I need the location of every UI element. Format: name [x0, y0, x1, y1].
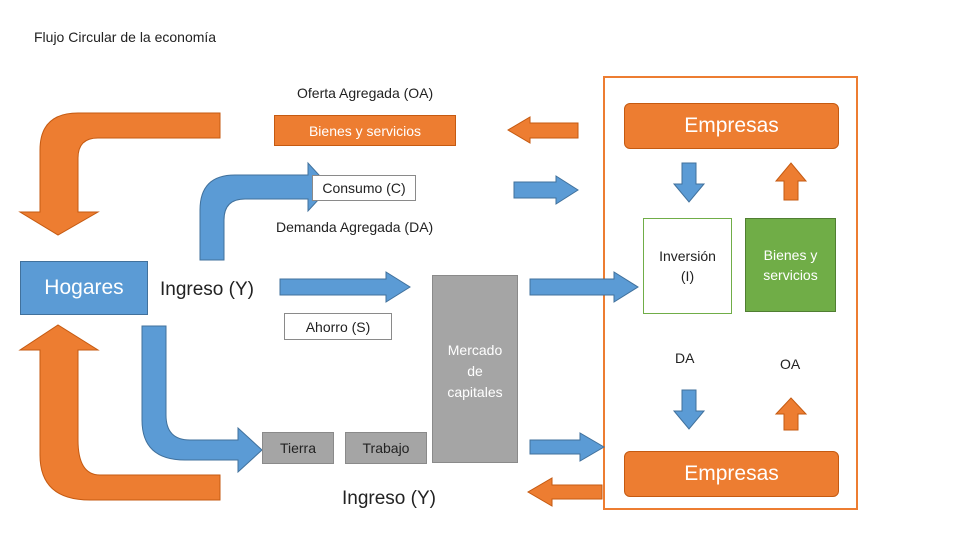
trabajo-box: Trabajo	[345, 432, 427, 464]
inversion-line-1: Inversión	[659, 248, 716, 264]
ingreso-right-arrow	[279, 271, 411, 303]
bienes-up-arrow-top	[774, 162, 808, 201]
bienes-box-line-2: servicios	[763, 267, 818, 283]
trabajo-label: Trabajo	[362, 440, 410, 456]
empresas-top-box: Empresas	[624, 103, 839, 149]
ahorro-box: Ahorro (S)	[284, 313, 392, 340]
hogares-box: Hogares	[20, 261, 148, 315]
oferta-agregada-label: Oferta Agregada (OA)	[297, 85, 434, 101]
top-left-elbow-arrow	[18, 112, 221, 236]
ingreso-bottom-label: Ingreso (Y)	[342, 488, 436, 509]
consumo-box: Consumo (C)	[312, 175, 416, 201]
demanda-agregada-label: Demanda Agregada (DA)	[276, 219, 434, 235]
bottom-left-elbow-arrow	[18, 324, 221, 501]
mercado-line-2: de	[467, 363, 483, 379]
mercado-capitales-box: Mercado de capitales	[432, 275, 518, 463]
tierra-elbow-arrow	[141, 325, 263, 474]
bienes-servicios-box: Bienes y servicios	[274, 115, 456, 146]
inversion-box: Inversión (I)	[643, 218, 732, 314]
trabajo-right-arrow	[529, 432, 605, 462]
consumo-right-arrow	[513, 175, 579, 205]
empresas-top-label: Empresas	[684, 114, 779, 137]
empresas-down-arrow	[672, 162, 706, 203]
mercado-right-arrow	[529, 271, 639, 303]
da-label: DA	[675, 350, 695, 366]
consumo-elbow-arrow	[199, 161, 331, 261]
mercado-line-1: Mercado	[447, 342, 503, 358]
ingreso-left-arrow	[527, 477, 603, 507]
bienes-left-arrow	[507, 116, 579, 144]
inversion-line-2: (I)	[680, 268, 695, 284]
bienes-servicios-label: Bienes y servicios	[308, 122, 422, 139]
mercado-line-3: capitales	[447, 384, 503, 400]
consumo-label: Consumo (C)	[322, 180, 406, 196]
ingreso-mid-label: Ingreso (Y)	[160, 279, 254, 300]
empresas-bottom-label: Empresas	[684, 462, 779, 485]
da-down-arrow	[672, 389, 706, 430]
oa-label: OA	[780, 356, 801, 372]
oa-up-arrow	[774, 397, 808, 431]
tierra-label: Tierra	[279, 440, 317, 456]
tierra-box: Tierra	[262, 432, 334, 464]
ahorro-label: Ahorro (S)	[305, 318, 371, 335]
bienes-servicios-green-box: Bienes y servicios	[745, 218, 836, 312]
hogares-label: Hogares	[44, 276, 124, 299]
page-title: Flujo Circular de la economía	[34, 29, 217, 45]
bienes-box-line-1: Bienes y	[763, 247, 818, 263]
empresas-bottom-box: Empresas	[624, 451, 839, 497]
